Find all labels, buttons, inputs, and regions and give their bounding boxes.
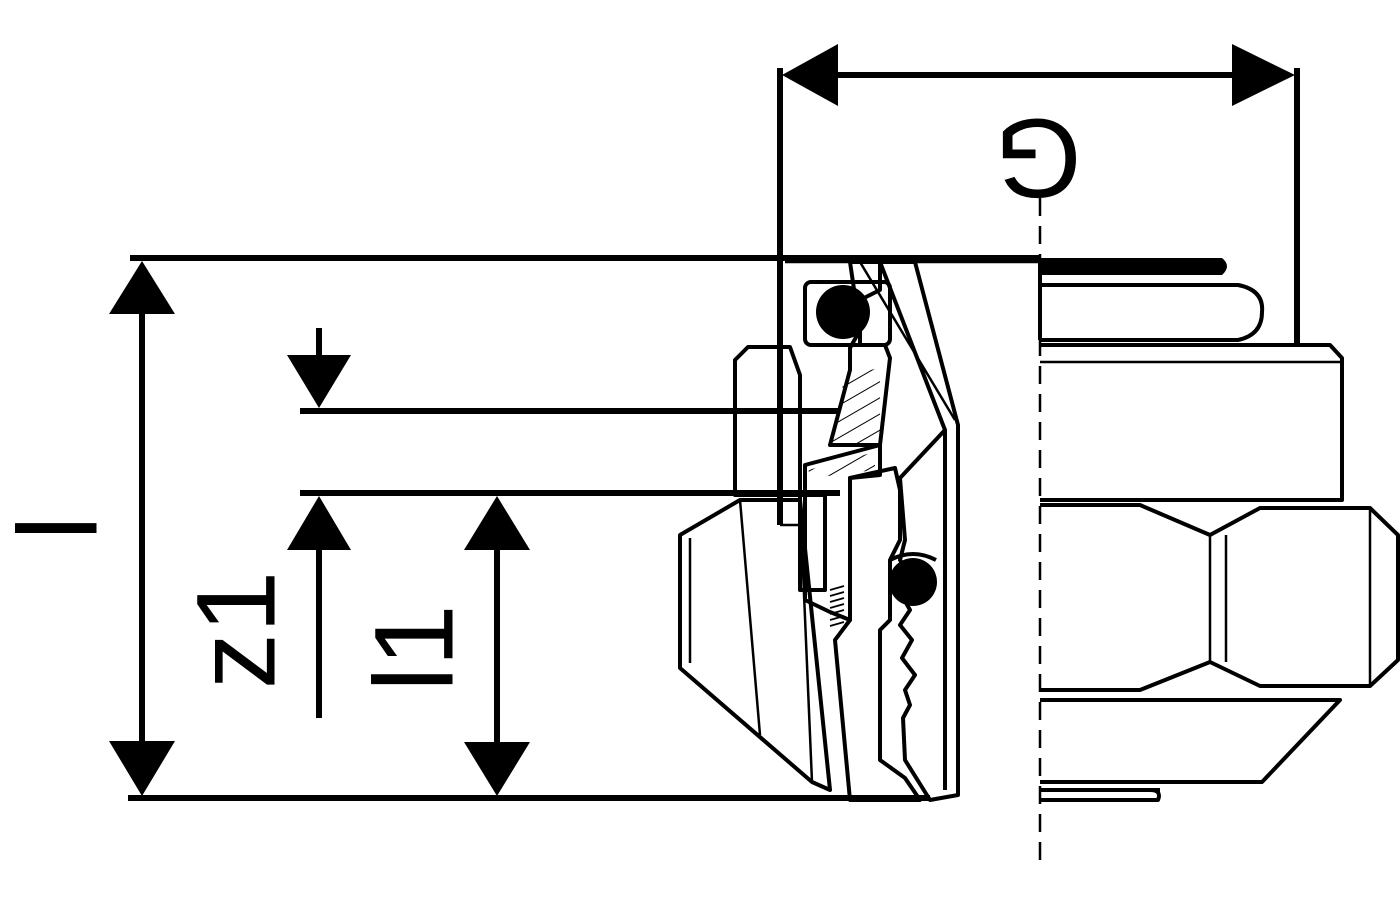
label-g: G [994, 96, 1081, 221]
cone-line-2 [738, 499, 762, 736]
o-ring-lower-circle [889, 558, 937, 606]
ring-nut-top [733, 345, 802, 497]
insert-top [828, 260, 892, 447]
sleeve-hatched [878, 260, 960, 802]
label-l: l [0, 516, 121, 541]
l1-arrowhead-bottom [464, 742, 530, 796]
pipe-end-solid [1040, 258, 1227, 275]
insert-lower [833, 466, 922, 802]
hex-nut-lower [1040, 698, 1342, 784]
z1-arrowhead-top [287, 355, 351, 408]
z1-arrowhead-bottom [287, 496, 351, 550]
sleeve [858, 260, 960, 802]
fitting-section [678, 258, 1400, 802]
o-ring-lower-seat [889, 552, 937, 562]
pipe-end-loop [1040, 283, 1265, 342]
hex-nut [1040, 343, 1400, 802]
insert-mid-hatch [808, 452, 875, 478]
l-arrowhead-top [109, 261, 175, 314]
hex-nut-flat [1040, 503, 1400, 692]
g-arrowhead-right [1232, 44, 1295, 106]
sleeve-diag-1 [858, 261, 957, 421]
hex-nut-upper [1040, 343, 1344, 502]
insert [780, 260, 922, 802]
pipe-end [1038, 258, 1265, 342]
o-ring-upper-circle [816, 285, 870, 339]
insert-top-hatch [830, 368, 880, 445]
o-ring-lower [889, 552, 937, 606]
dimension-l1: l1 [352, 496, 530, 796]
o-ring-upper-holder [803, 280, 892, 347]
insert-thread [829, 585, 845, 627]
insert-step [798, 493, 827, 592]
label-l1: l1 [352, 604, 477, 691]
l-arrowhead-bottom [109, 741, 175, 796]
ring-nut-cone [678, 498, 832, 792]
dimension-l: l [0, 255, 1040, 801]
l1-arrowhead-top [464, 496, 530, 550]
o-ring-upper [803, 280, 892, 347]
dimension-g: G [777, 44, 1300, 525]
label-z1: z1 [174, 571, 299, 689]
g-arrowhead-left [782, 44, 838, 106]
tail-end [1040, 788, 1161, 802]
